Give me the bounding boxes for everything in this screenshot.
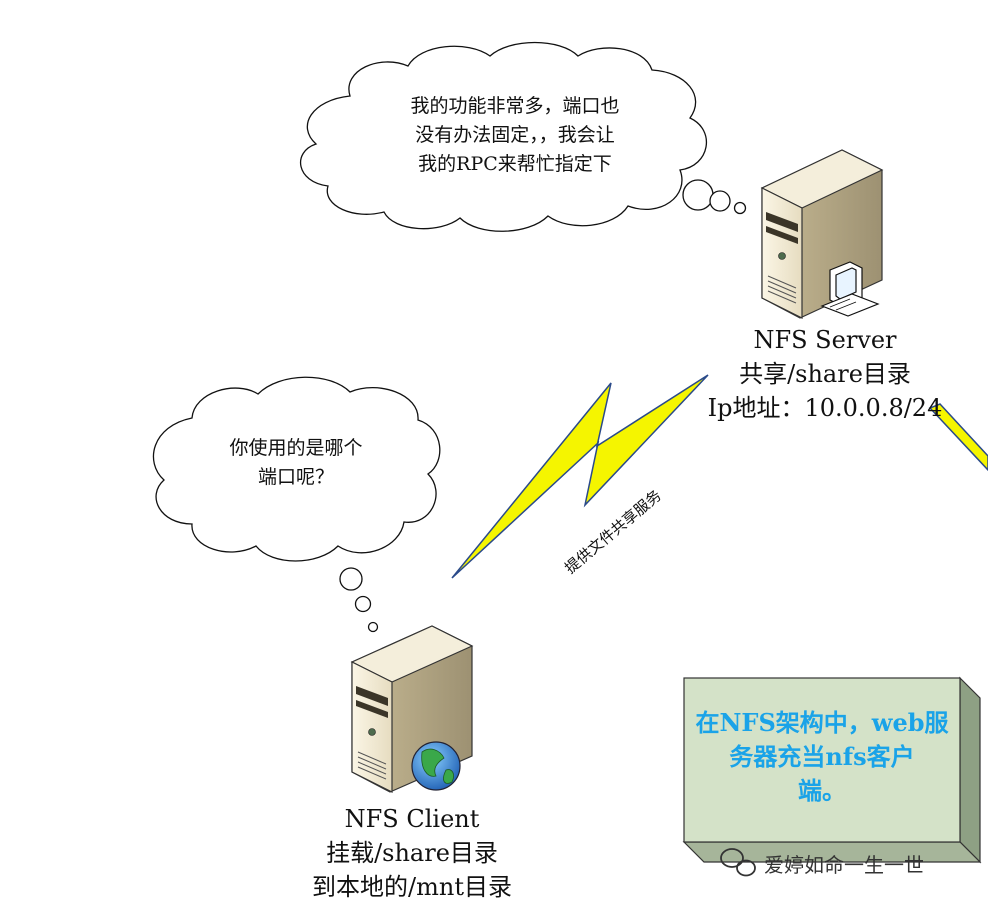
server-bubble-text: 我的功能非常多，端口也 没有办法固定，，我会让 我的RPC来帮忙指定下 <box>350 92 680 179</box>
client-mount-dir: 挂载/share目录 <box>262 836 562 870</box>
client-name: NFS Client <box>262 802 562 836</box>
server-bubble-line: 没有办法固定，，我会让 <box>350 121 680 150</box>
client-thought-bubble <box>153 377 439 631</box>
note-line: 端。 <box>684 774 960 808</box>
server-label: NFS Server 共享/share目录 Ip地址：10.0.0.8/24 <box>660 323 988 425</box>
client-target-dir: 到本地的/mnt目录 <box>262 870 562 904</box>
client-bubble-line: 你使用的是哪个 <box>196 434 396 463</box>
globe-icon <box>412 742 460 790</box>
server-bubble-line: 我的功能非常多，端口也 <box>350 92 680 121</box>
client-bubble-line: 端口呢？ <box>196 463 396 492</box>
server-share-dir: 共享/share目录 <box>660 357 988 391</box>
server-name: NFS Server <box>660 323 988 357</box>
client-bubble-text: 你使用的是哪个 端口呢？ <box>196 434 396 492</box>
note-line: 务器充当nfs客户 <box>684 740 960 774</box>
server-ip-address: Ip地址：10.0.0.8/24 <box>660 391 988 425</box>
note-line: 在NFS架构中，web服 <box>684 706 960 740</box>
note-text: 在NFS架构中，web服 务器充当nfs客户 端。 <box>684 706 960 808</box>
server-tower-icon <box>762 150 882 318</box>
client-label: NFS Client 挂载/share目录 到本地的/mnt目录 <box>262 802 562 904</box>
server-bubble-line: 我的RPC来帮忙指定下 <box>350 150 680 179</box>
watermark-text: 爱婷如命一生一世 <box>764 849 924 878</box>
